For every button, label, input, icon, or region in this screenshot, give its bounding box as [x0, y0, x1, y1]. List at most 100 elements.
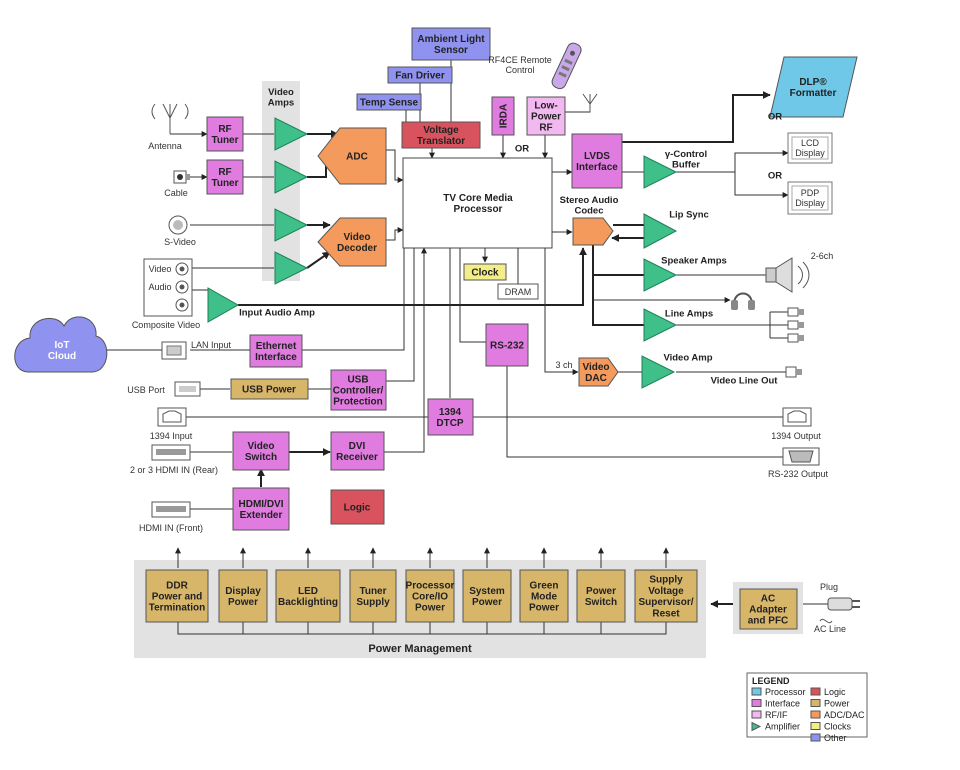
power-block-8 [634, 569, 698, 623]
power-block-6 [519, 569, 569, 623]
gamma-buffer-amp [643, 155, 678, 189]
video-in-label: Video [149, 264, 172, 274]
line-amps-label: Line Amps [665, 308, 713, 319]
input-audio-amp [207, 287, 240, 323]
video-amp-1 [274, 117, 309, 151]
rs232-connector-icon [782, 447, 820, 466]
svideo-connector-icon [168, 215, 188, 235]
lan-input-label: LAN Input [191, 340, 232, 350]
or-label-3: OR [768, 170, 782, 181]
rs232-output-label: RS-232 Output [768, 469, 829, 479]
power-block-7 [576, 569, 626, 623]
plug-label: Plug [820, 582, 838, 592]
headphones-icon [731, 292, 755, 310]
usb-port-icon [174, 381, 201, 397]
speaker-amps-label: Speaker Amps [661, 255, 727, 266]
video-line-out-label: Video Line Out [711, 375, 779, 386]
ch-3-label: 3 ch [555, 360, 572, 370]
legend-swatch-5 [810, 699, 821, 707]
video-out-jack-icon [785, 366, 802, 378]
svideo-label: S-Video [164, 237, 196, 247]
power-block-0 [145, 569, 209, 623]
hdmi-rear-label: 2 or 3 HDMI IN (Rear) [130, 465, 218, 475]
rf-antenna-icon [582, 93, 598, 112]
legend-label-1: Interface [765, 699, 800, 709]
power-block-1 [218, 569, 268, 623]
output-1394-label: 1394 Output [771, 431, 821, 441]
speaker-amp [643, 258, 678, 292]
logic-block: Logic [344, 503, 371, 514]
lip-sync-label: Lip Sync [669, 209, 709, 220]
peripherals [143, 42, 860, 624]
legend-label-4: Logic [824, 687, 846, 697]
video-amp-4 [274, 251, 309, 285]
irda: IRDA [499, 104, 510, 128]
power-block-3 [349, 569, 397, 623]
cable-connector-icon [173, 170, 190, 184]
hdmi-front-icon [151, 501, 191, 518]
legend-swatch-6 [810, 710, 821, 719]
ac-plug-icon [819, 597, 860, 624]
hdmi-front-label: HDMI IN (Front) [139, 523, 203, 533]
legend-swatch-1 [751, 699, 762, 707]
legend-label-8: Other [824, 733, 847, 743]
lan-port-icon [161, 341, 187, 360]
power-management-title: Power Management [368, 643, 472, 655]
rf4ce-remote-icon [551, 42, 582, 90]
adc: ADC [346, 152, 368, 163]
lip-sync-amp [643, 213, 678, 249]
hdmi-rear-icon [151, 444, 191, 461]
antenna-icon [151, 103, 189, 134]
legend-title: LEGEND [752, 676, 790, 686]
power-block-4 [405, 569, 455, 623]
dram: DRAM [505, 287, 532, 297]
fan-driver: Fan Driver [395, 71, 445, 82]
amplifiers [207, 117, 678, 389]
or-label-1: OR [515, 143, 529, 154]
legend-swatch-3 [751, 721, 762, 732]
legend-label-7: Clocks [824, 722, 852, 732]
legend-swatch-2 [751, 710, 762, 719]
power-block-2 [275, 569, 341, 623]
input-1394-label: 1394 Input [150, 431, 193, 441]
dlp-formatter: DLP®Formatter [790, 77, 837, 99]
power-block-5 [462, 569, 512, 623]
temp-sense: Temp Sense [360, 98, 419, 109]
legend-label-3: Amplifier [765, 722, 800, 732]
clock: Clock [471, 268, 499, 279]
speaker-icon [765, 257, 810, 293]
legend-label-6: ADC/DAC [824, 710, 865, 720]
legend-swatch-8 [810, 733, 821, 742]
line-amp [643, 308, 678, 342]
cable-label: Cable [164, 188, 188, 198]
composite-panel-icon [143, 258, 193, 317]
video-out-amp [641, 355, 676, 389]
legend-swatch-7 [810, 722, 821, 730]
